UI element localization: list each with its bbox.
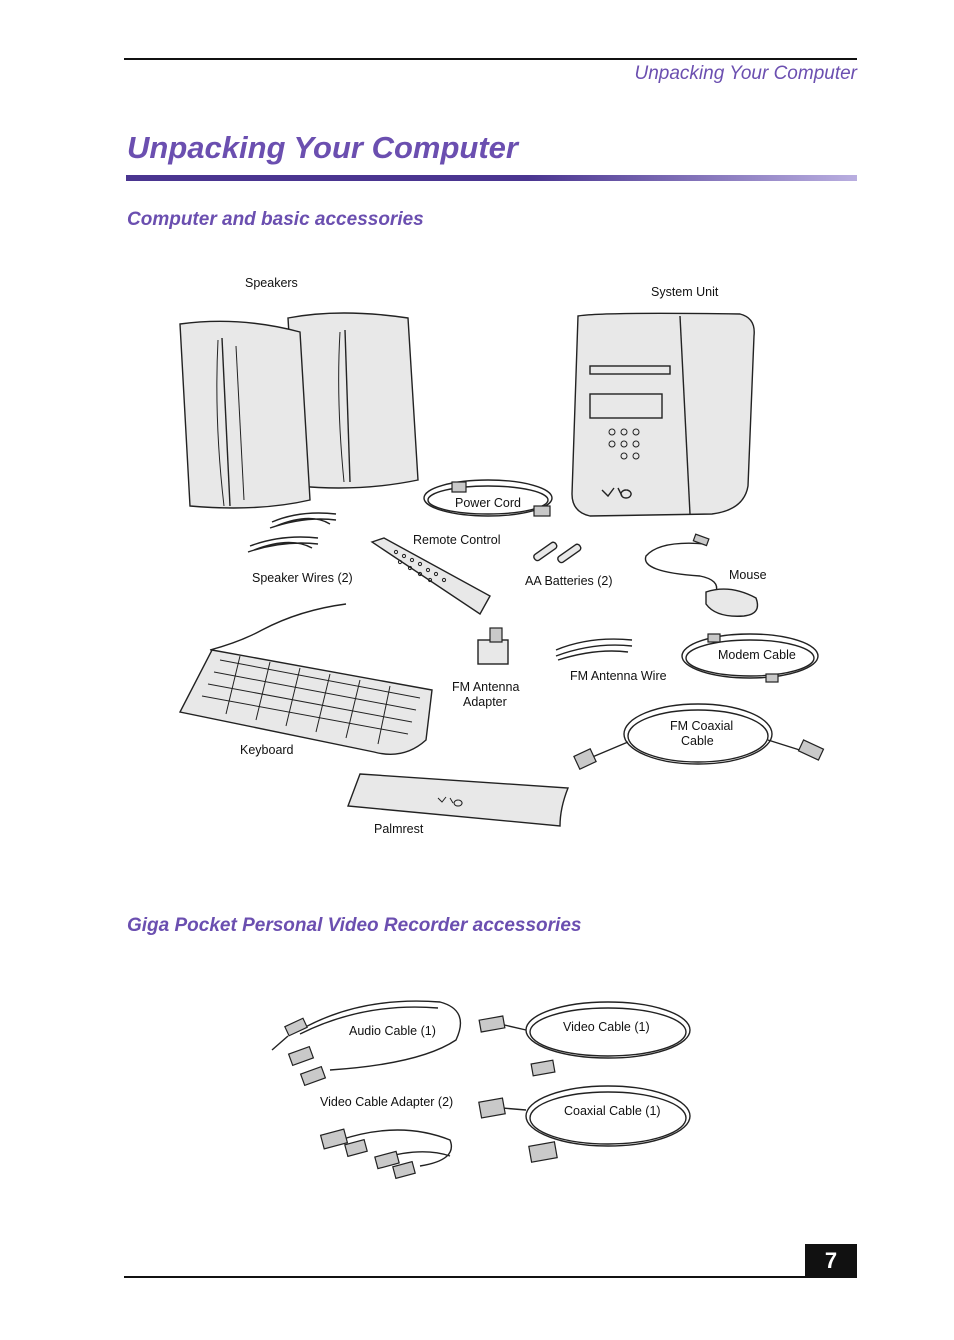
bottom-rule: [124, 1276, 857, 1278]
label-modem-cable: Modem Cable: [718, 648, 796, 662]
label-remote-control: Remote Control: [413, 533, 501, 547]
label-power-cord: Power Cord: [455, 496, 521, 510]
label-fm-antenna-adapter-line2: Adapter: [463, 695, 507, 709]
label-system-unit: System Unit: [651, 285, 719, 299]
running-header: Unpacking Your Computer: [634, 63, 858, 84]
label-speaker-wires: Speaker Wires (2): [252, 571, 353, 585]
label-audio-cable: Audio Cable (1): [349, 1024, 436, 1038]
section-heading-giga-pocket: Giga Pocket Personal Video Recorder acce…: [127, 915, 582, 936]
section-heading-basic: Computer and basic accessories: [127, 209, 424, 230]
label-aa-batteries: AA Batteries (2): [525, 574, 613, 588]
label-fm-coaxial-line2: Cable: [681, 734, 714, 748]
label-speakers: Speakers: [245, 276, 298, 290]
label-coaxial-cable: Coaxial Cable (1): [564, 1104, 661, 1118]
label-mouse: Mouse: [729, 568, 767, 582]
label-fm-coaxial-line1: FM Coaxial: [670, 719, 734, 733]
label-video-cable-adapter: Video Cable Adapter (2): [320, 1095, 454, 1109]
page-number: 7: [805, 1244, 857, 1277]
label-keyboard: Keyboard: [240, 743, 294, 757]
label-video-cable: Video Cable (1): [563, 1020, 650, 1034]
label-palmrest: Palmrest: [374, 822, 424, 836]
label-fm-antenna-adapter-line1: FM Antenna: [452, 680, 520, 694]
title-underline-bar: [126, 175, 857, 181]
page-title: Unpacking Your Computer: [127, 130, 518, 165]
label-fm-antenna-wire: FM Antenna Wire: [570, 669, 667, 683]
top-rule: [124, 58, 857, 60]
